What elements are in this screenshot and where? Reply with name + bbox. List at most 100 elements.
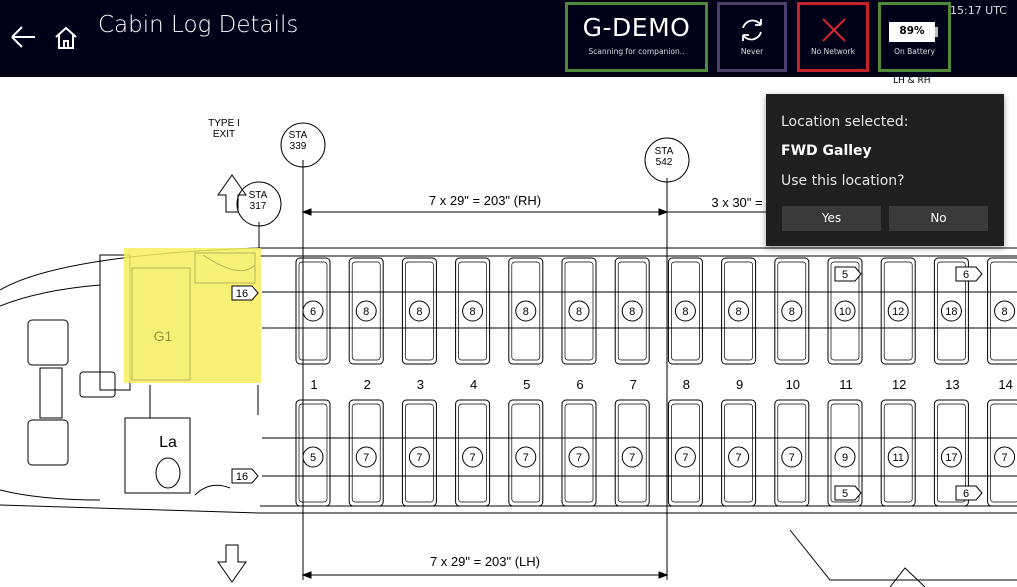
seat-block[interactable] bbox=[455, 399, 491, 507]
battery-status-label: On Battery bbox=[894, 47, 935, 56]
cabin-seat-map[interactable]: 6518728738748758768778788798710109111211… bbox=[0, 77, 1017, 587]
no-button[interactable]: No bbox=[889, 206, 988, 231]
seat-mark bbox=[302, 446, 324, 468]
battery-percent: 89% bbox=[899, 25, 925, 37]
aircraft-status-tile[interactable]: G-DEMO Scanning for companion.. bbox=[565, 2, 708, 72]
home-icon[interactable] bbox=[52, 24, 80, 52]
seat-block[interactable] bbox=[561, 257, 597, 365]
seat-block[interactable] bbox=[295, 257, 331, 365]
seat-block[interactable] bbox=[614, 257, 650, 365]
sync-status-tile[interactable]: Never bbox=[717, 2, 787, 72]
seat-block[interactable] bbox=[455, 257, 491, 365]
seat-mark-label: 6 bbox=[310, 306, 316, 318]
lavatory-label: La bbox=[159, 434, 177, 451]
row-number: 10 bbox=[786, 377, 800, 392]
seat-mark bbox=[462, 300, 484, 322]
seat-mark-label: 8 bbox=[682, 306, 688, 318]
seat-block[interactable] bbox=[667, 257, 703, 365]
seat-mark bbox=[994, 446, 1016, 468]
seat-mark-label: 7 bbox=[629, 452, 635, 464]
seat-mark-label: 9 bbox=[842, 452, 848, 464]
seat-mark-label: 7 bbox=[789, 452, 795, 464]
seat-block[interactable] bbox=[348, 257, 384, 365]
seat-mark-label: 18 bbox=[945, 306, 957, 318]
seat-block[interactable] bbox=[774, 399, 810, 507]
seat-block[interactable] bbox=[933, 399, 969, 507]
network-status-label: No Network bbox=[811, 47, 855, 56]
row-number: 7 bbox=[630, 377, 637, 392]
yes-button[interactable]: Yes bbox=[782, 206, 881, 231]
seat-mark bbox=[940, 300, 962, 322]
seat-block[interactable] bbox=[774, 257, 810, 365]
battery-status-tile[interactable]: 89% On Battery bbox=[878, 2, 951, 72]
seat-block[interactable] bbox=[295, 399, 331, 507]
flag-upper-mid bbox=[834, 266, 862, 282]
seat-mark bbox=[355, 446, 377, 468]
seat-block[interactable] bbox=[880, 257, 916, 365]
seat-mark bbox=[781, 300, 803, 322]
seat-block[interactable] bbox=[508, 257, 544, 365]
seat-block[interactable] bbox=[827, 399, 863, 507]
seat-block[interactable] bbox=[614, 399, 650, 507]
location-confirm-popup: Location selected: FWD Galley Use this l… bbox=[766, 94, 1004, 246]
seat-mark-label: 7 bbox=[736, 452, 742, 464]
seat-mark-label: 8 bbox=[629, 306, 635, 318]
seat-mark-label: 8 bbox=[789, 306, 795, 318]
sync-icon bbox=[742, 19, 762, 41]
row-number: 13 bbox=[945, 377, 959, 392]
seat-block[interactable] bbox=[987, 257, 1017, 365]
seat-mark-label: 7 bbox=[416, 452, 422, 464]
flag-upper-right-label: 6 bbox=[963, 269, 969, 281]
seat-block[interactable] bbox=[987, 399, 1017, 507]
flag-lower-right bbox=[955, 485, 983, 501]
seat-mark-label: 7 bbox=[1002, 452, 1008, 464]
popup-heading: Location selected: bbox=[781, 114, 909, 130]
seat-mark-label: 7 bbox=[576, 452, 582, 464]
dimension-lh: 7 x 29" = 203" (LH) bbox=[430, 554, 540, 569]
seat-block[interactable] bbox=[401, 399, 437, 507]
seat-mark bbox=[621, 446, 643, 468]
row-number: 3 bbox=[417, 377, 424, 392]
seat-mark bbox=[515, 446, 537, 468]
seat-block[interactable] bbox=[880, 399, 916, 507]
row-number: 9 bbox=[736, 377, 743, 392]
galley-label: G1 bbox=[154, 328, 173, 344]
seat-mark bbox=[515, 300, 537, 322]
seat-mark-label: 8 bbox=[736, 306, 742, 318]
flag-lower-left-label: 16 bbox=[236, 471, 248, 483]
seat-mark bbox=[940, 446, 962, 468]
seat-block[interactable] bbox=[721, 399, 757, 507]
seat-mark-label: 17 bbox=[945, 452, 957, 464]
seat-mark-label: 8 bbox=[470, 306, 476, 318]
seat-mark bbox=[462, 446, 484, 468]
back-arrow-icon[interactable] bbox=[8, 20, 38, 54]
seat-mark bbox=[834, 446, 856, 468]
seat-block[interactable] bbox=[667, 399, 703, 507]
fuselage-outline-lower bbox=[0, 504, 1017, 514]
seat-mark bbox=[674, 300, 696, 322]
seat-block[interactable] bbox=[827, 257, 863, 365]
seat-mark-label: 8 bbox=[576, 306, 582, 318]
seat-block[interactable] bbox=[561, 399, 597, 507]
dimension-rh-2: 3 x 30" = bbox=[711, 195, 762, 210]
flag-lower-mid-label: 5 bbox=[842, 488, 848, 500]
exit-arrow-up bbox=[217, 174, 247, 213]
seat-mark bbox=[674, 446, 696, 468]
seat-mark-label: 12 bbox=[892, 306, 904, 318]
seat-block[interactable] bbox=[348, 399, 384, 507]
seat-block[interactable] bbox=[508, 399, 544, 507]
row-number: 8 bbox=[683, 377, 690, 392]
seat-block[interactable] bbox=[401, 257, 437, 365]
seat-mark-label: 7 bbox=[470, 452, 476, 464]
seat-block[interactable] bbox=[721, 257, 757, 365]
seat-block[interactable] bbox=[933, 257, 969, 365]
flag-upper-right bbox=[955, 266, 983, 282]
seat-mark-label: 8 bbox=[416, 306, 422, 318]
seat-mark-label: 10 bbox=[839, 306, 851, 318]
network-status-tile[interactable]: No Network bbox=[797, 2, 869, 72]
flag-lower-mid bbox=[834, 485, 862, 501]
seat-mark-label: 5 bbox=[310, 452, 316, 464]
